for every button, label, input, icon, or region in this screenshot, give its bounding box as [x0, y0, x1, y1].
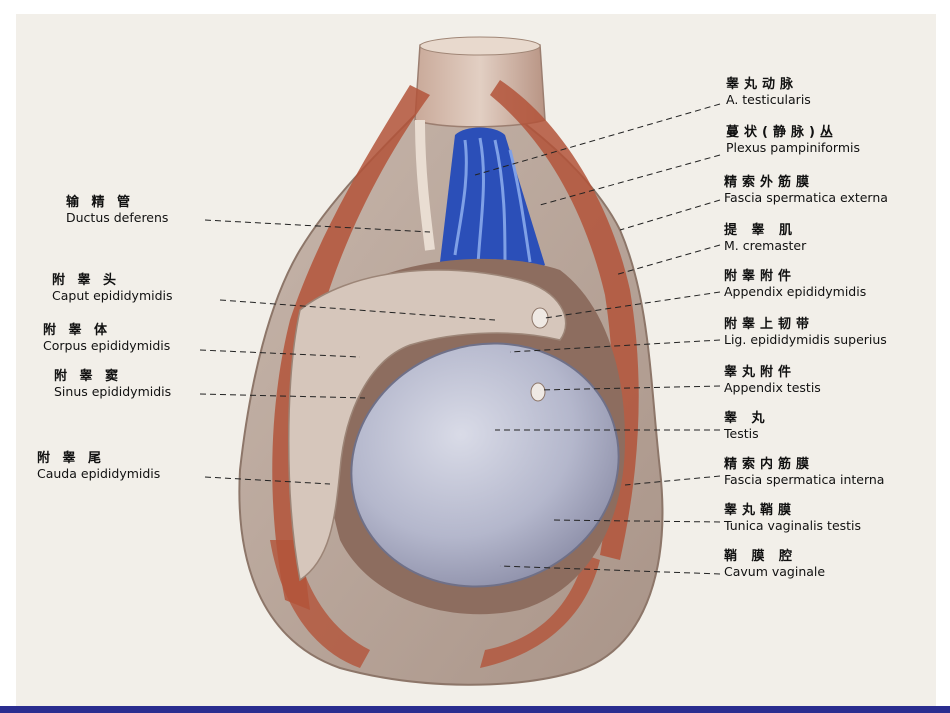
- label-la: Appendix epididymidis: [724, 284, 867, 299]
- label-zh: 睾 丸: [724, 411, 770, 426]
- label-plexus-pampiniformis: 蔓状(静脉)丛 Plexus pampiniformis: [726, 126, 860, 155]
- label-la: Sinus epididymidis: [54, 384, 172, 399]
- label-zh: 附 睾 窦: [54, 369, 123, 384]
- label-la: M. cremaster: [724, 238, 807, 253]
- label-la: Appendix testis: [724, 380, 821, 395]
- label-fascia-spermatica-externa: 精索外筋膜 Fascia spermatica externa: [724, 176, 888, 205]
- ductus-deferens: [415, 119, 435, 251]
- label-la: Testis: [724, 426, 759, 441]
- label-cavum-vaginale: 鞘 膜 腔 Cavum vaginale: [724, 550, 825, 579]
- label-appendix-testis: 睾丸附件 Appendix testis: [724, 366, 821, 395]
- label-zh: 输 精 管: [66, 195, 135, 210]
- label-m-cremaster: 提 睾 肌 M. cremaster: [724, 224, 806, 253]
- label-ductus-deferens: 输 精 管 Ductus deferens: [66, 196, 168, 225]
- label-zh: 鞘 膜 腔: [724, 549, 798, 564]
- label-la: Lig. epididymidis superius: [724, 332, 887, 347]
- label-la: Caput epididymidis: [52, 288, 173, 303]
- label-zh: 附睾附件: [724, 269, 797, 284]
- cord-cut-surface: [419, 36, 541, 56]
- label-zh: 附 睾 尾: [37, 451, 106, 466]
- label-la: Plexus pampiniformis: [726, 140, 860, 155]
- label-zh: 睾丸附件: [724, 365, 797, 380]
- label-zh: 附睾上韧带: [724, 317, 815, 332]
- label-la: Cauda epididymidis: [37, 466, 161, 481]
- label-zh: 睾丸鞘膜: [724, 503, 797, 518]
- label-zh: 附 睾 头: [52, 273, 121, 288]
- label-lig-epididymidis-superius: 附睾上韧带 Lig. epididymidis superius: [724, 318, 887, 347]
- label-zh: 精索内筋膜: [724, 457, 815, 472]
- leader-lines: [199, 103, 721, 575]
- cremaster-left-lower: [270, 540, 370, 668]
- label-la: A. testicularis: [726, 92, 811, 107]
- label-corpus-epididymidis: 附 睾 体 Corpus epididymidis: [43, 324, 170, 353]
- testis: [350, 342, 620, 588]
- appendix-epididymidis: [531, 307, 549, 329]
- label-caput-epididymidis: 附 睾 头 Caput epididymidis: [52, 274, 173, 303]
- label-la: Fascia spermatica interna: [724, 472, 885, 487]
- appendix-testis: [530, 382, 546, 402]
- epididymis: [288, 269, 567, 582]
- label-zh: 提 睾 肌: [724, 223, 798, 238]
- cremaster-right-lower: [480, 555, 600, 668]
- label-la: Corpus epididymidis: [43, 338, 171, 353]
- label-a-testicularis: 睾丸动脉 A. testicularis: [726, 78, 811, 107]
- label-zh: 附 睾 体: [43, 323, 112, 338]
- label-sinus-epididymidis: 附 睾 窦 Sinus epididymidis: [54, 370, 171, 399]
- label-testis: 睾 丸 Testis: [724, 412, 770, 441]
- label-zh: 精索外筋膜: [724, 175, 815, 190]
- label-la: Tunica vaginalis testis: [724, 518, 862, 533]
- label-tunica-vaginalis-testis: 睾丸鞘膜 Tunica vaginalis testis: [724, 504, 861, 533]
- label-zh: 蔓状(静脉)丛: [726, 125, 838, 140]
- label-la: Ductus deferens: [66, 210, 169, 225]
- bottom-bar: [0, 706, 950, 713]
- label-appendix-epididymidis: 附睾附件 Appendix epididymidis: [724, 270, 866, 299]
- label-la: Cavum vaginale: [724, 564, 826, 579]
- cremaster-right: [490, 80, 639, 560]
- label-cauda-epididymidis: 附 睾 尾 Cauda epididymidis: [37, 452, 160, 481]
- label-fascia-spermatica-interna: 精索内筋膜 Fascia spermatica interna: [724, 458, 884, 487]
- label-la: Fascia spermatica externa: [724, 190, 888, 205]
- label-zh: 睾丸动脉: [726, 77, 799, 92]
